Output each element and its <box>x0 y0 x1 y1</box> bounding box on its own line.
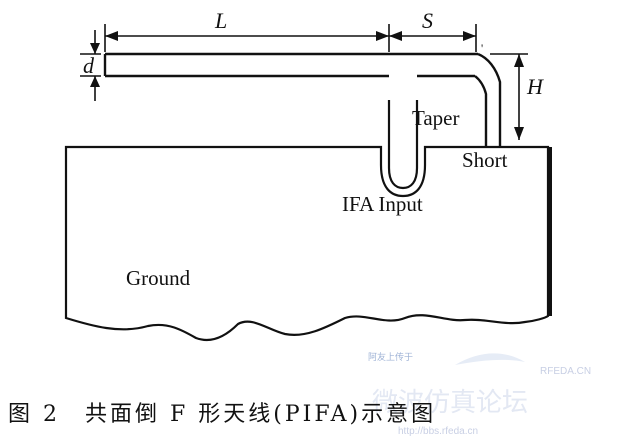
short-stub <box>474 52 502 147</box>
ground-label: Ground <box>126 266 191 290</box>
dimension-l-label: L <box>214 8 227 33</box>
figure-caption: 图 2 共面倒 F 形天线(PIFA)示意图 <box>8 402 436 427</box>
taper-label: Taper <box>412 106 460 130</box>
watermark-forum-text: 微波仿真论坛 <box>372 388 528 418</box>
ground-plane-left <box>64 145 550 342</box>
dimension-h: H <box>490 53 544 140</box>
ifa-input-label: IFA Input <box>342 192 423 216</box>
dimension-l: L <box>104 8 390 52</box>
feed-slot <box>387 100 419 190</box>
watermark-uploader-text: 阿友上传于 <box>368 351 413 363</box>
dimension-d-label: d <box>83 53 95 78</box>
watermark-url-text: http://bbs.rfeda.cn <box>398 426 478 437</box>
dimension-s-label: S <box>422 8 433 33</box>
watermark: 微波仿真论坛 阿友上传于 RFEDA.CN http://bbs.rfeda.c… <box>368 351 591 437</box>
watermark-swoosh <box>455 353 525 365</box>
dimension-s: S ' <box>389 8 483 55</box>
dimension-d: d <box>80 30 101 101</box>
radiating-arm <box>105 52 478 78</box>
short-label: Short <box>462 148 508 172</box>
dimension-h-label: H <box>526 74 544 99</box>
tick-mark-glyph: ' <box>481 41 483 55</box>
watermark-site-text: RFEDA.CN <box>540 366 591 377</box>
